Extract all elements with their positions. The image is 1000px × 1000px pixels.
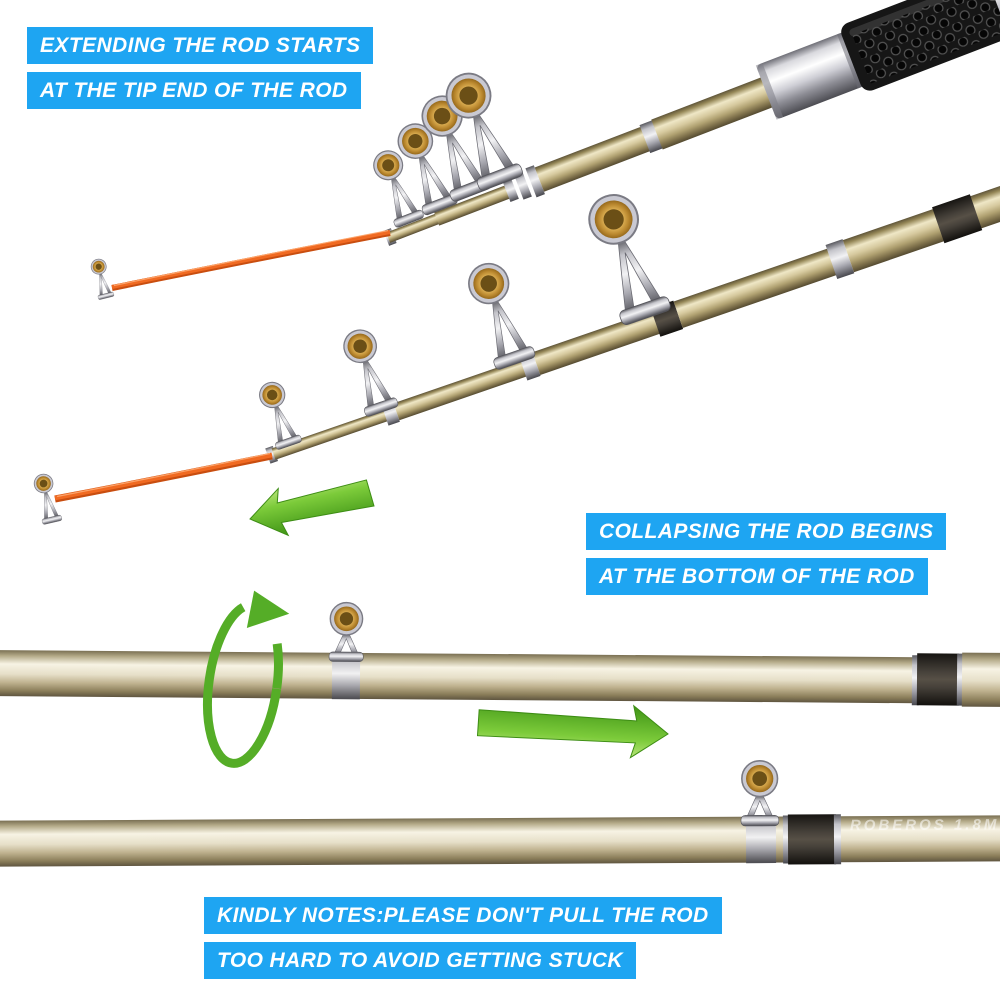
collapse-instruction-line2: AT THE BOTTOM OF THE ROD	[586, 558, 928, 595]
rod-section-lower-horizontal: ROBEROS 1.8M	[0, 759, 1000, 867]
collapse-instruction-line1: COLLAPSING THE ROD BEGINS	[586, 513, 947, 550]
tip-top-guide-icon	[88, 257, 115, 301]
rod-guide-icon	[328, 601, 365, 663]
rotate-arrow-icon	[203, 590, 290, 768]
collapse-arrow-icon	[249, 479, 375, 537]
rod-guide-icon	[739, 759, 780, 827]
rod-extended-middle	[254, 166, 1000, 464]
rod-handle-grip	[841, 0, 1000, 91]
rod-extended-top	[368, 0, 1000, 246]
rod-section-upper-horizontal	[0, 601, 1000, 707]
rod-guide-icon	[461, 257, 537, 372]
rod-guide-icon	[580, 187, 673, 328]
kindly-notes-line1: KINDLY NOTES:PLEASE DON'T PULL THE ROD	[204, 897, 722, 934]
extend-instruction-line2: AT THE TIP END OF THE ROD	[27, 72, 361, 109]
rod-guide-icon	[254, 378, 303, 451]
rod-guide-icon	[338, 324, 400, 419]
brand-watermark: ROBEROS 1.8M	[850, 816, 999, 834]
rod-tip-orange-top	[88, 229, 391, 301]
rod-tip-orange-middle	[31, 452, 273, 526]
extend-instruction-line1: EXTENDING THE ROD STARTS	[27, 27, 374, 64]
slide-arrow-icon	[476, 704, 669, 759]
kindly-notes-line2: TOO HARD TO AVOID GETTING STUCK	[204, 942, 636, 979]
